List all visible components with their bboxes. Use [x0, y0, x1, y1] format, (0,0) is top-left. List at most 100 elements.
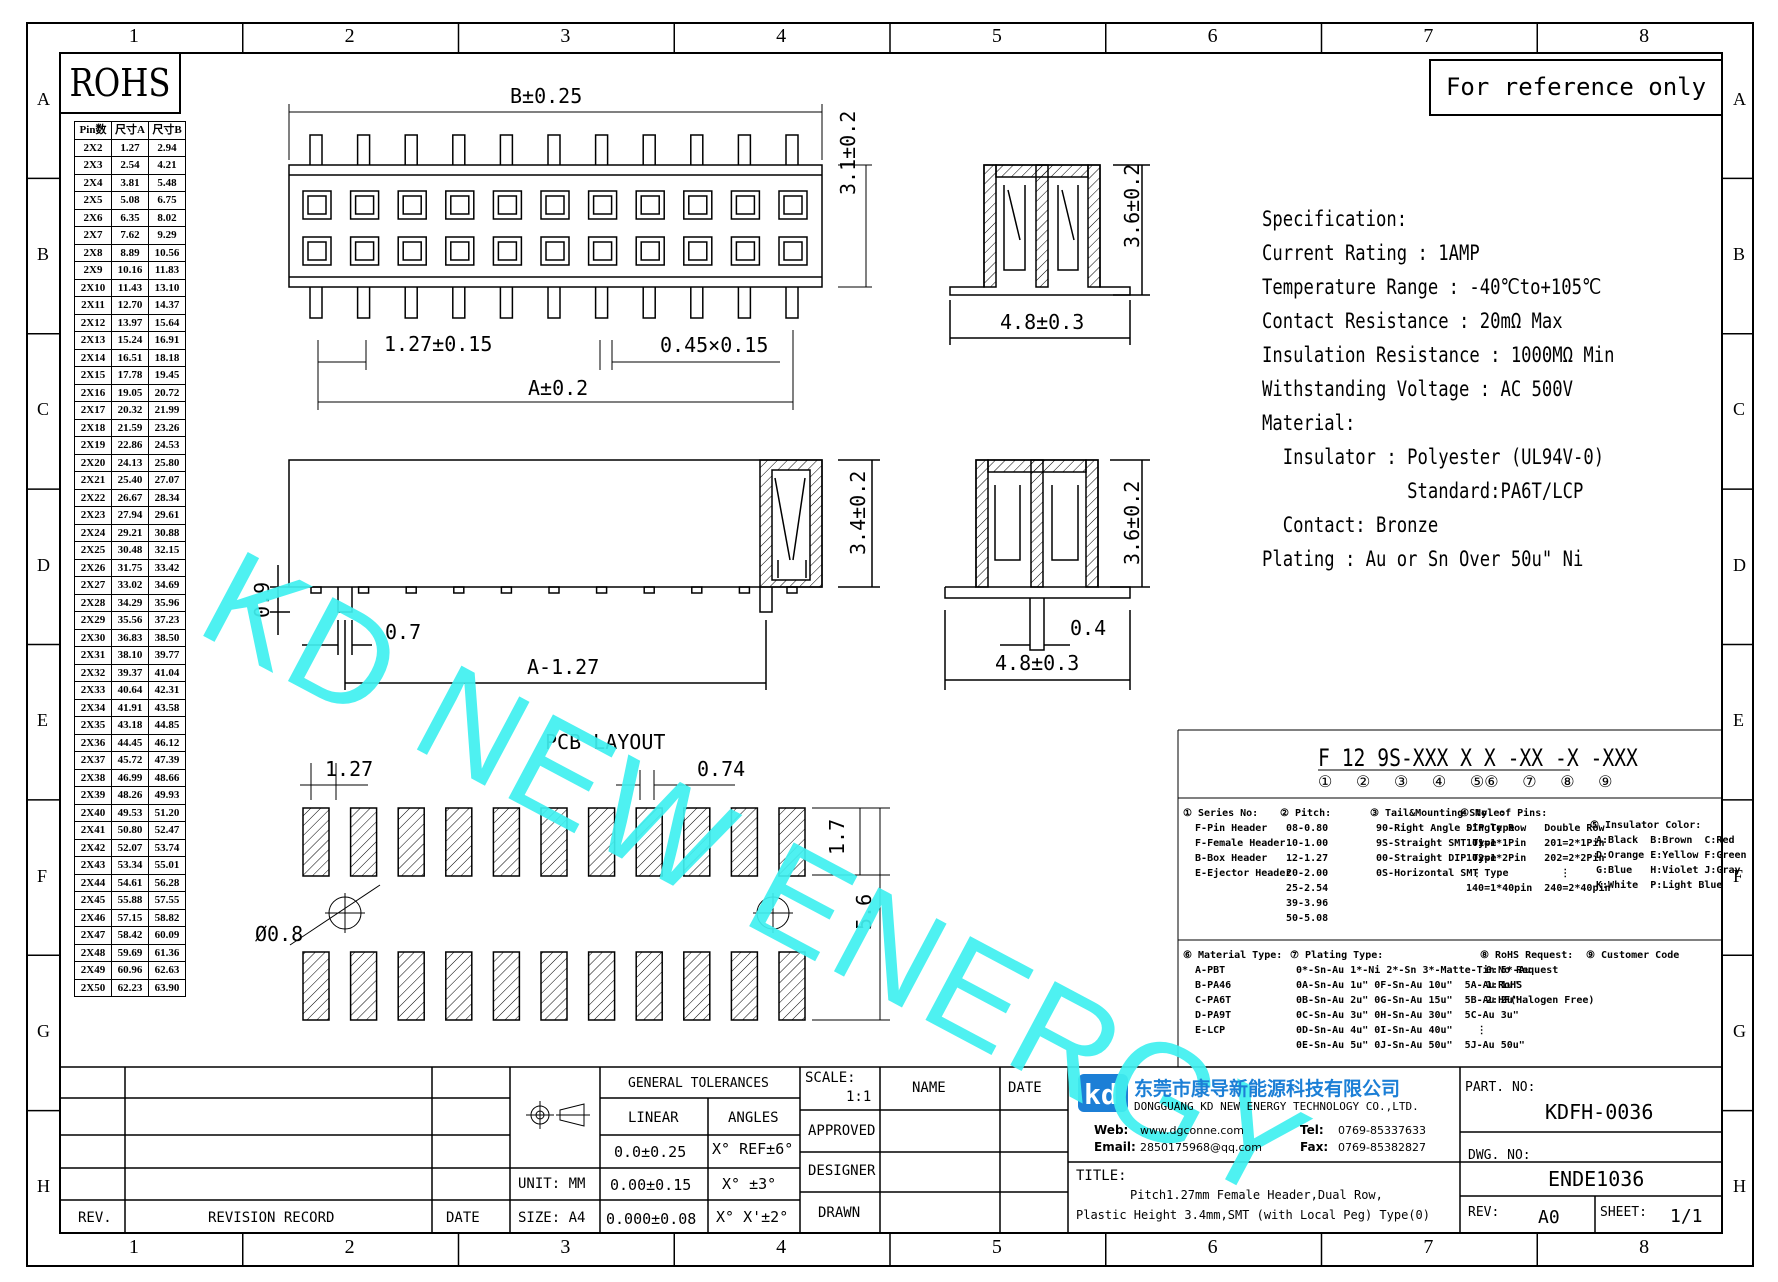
pin-table-cell: 2X31 [74, 646, 112, 665]
pin-table-cell: 2X48 [74, 943, 112, 962]
contact-cavity-inner [545, 195, 565, 215]
pin-table-cell: 10.56 [148, 243, 186, 262]
contact-cavity [730, 236, 761, 266]
pin-table-cell: 41.04 [148, 663, 186, 682]
pcb-pad [397, 951, 425, 1021]
pin-table-cell: 2X13 [74, 331, 112, 350]
spec-line: Material: [1262, 411, 1356, 435]
pin-table-cell: 30.88 [148, 523, 186, 542]
pin-table-cell: 2X50 [74, 978, 112, 997]
dim-pitch: 1.27±0.15 [384, 332, 493, 356]
pin-table-header: 尺寸A [111, 121, 149, 140]
tb-web-label: Web: [1094, 1123, 1129, 1137]
pin-table-cell: 38.50 [148, 628, 186, 647]
pin-table-cell: 21.59 [111, 418, 149, 437]
smt-pad-side [405, 586, 417, 594]
pin-table-cell: 2X23 [74, 506, 112, 525]
tb-ang3: X° X'±2° [716, 1208, 789, 1226]
tb-revision-record: REVISION RECORD [208, 1210, 335, 1226]
dim-w48b: 4.8±0.3 [995, 651, 1080, 675]
pin-table-cell: 23.26 [148, 418, 186, 437]
legend-tail: ③ Tail&Mounting Style: 90-Right Angle DI… [1370, 808, 1515, 879]
pin-table-cell: 14.37 [148, 296, 186, 315]
pin-table-cell: 56.28 [148, 873, 186, 892]
dim-w48a: 4.8±0.3 [1000, 310, 1085, 334]
legend-color: ⑤ Insulator Color: A:Black B:Brown C:Red… [1590, 820, 1747, 891]
pin-table-cell: 2X38 [74, 768, 112, 787]
pin-table-cell: 53.34 [111, 856, 149, 875]
contact-cavity-inner [783, 195, 803, 215]
pcb-pad [492, 951, 521, 1021]
pin-table-cell: 2X24 [74, 523, 112, 542]
kd-logo-icon: kd [1078, 1074, 1128, 1112]
tb-company-cn: 东莞市康导新能源科技有限公司 [1134, 1078, 1401, 1100]
tb-linear: LINEAR [628, 1110, 679, 1126]
pin-table-cell: 7.62 [111, 226, 149, 245]
pin-lead-top [356, 134, 371, 165]
pin-table-cell: 13.97 [111, 313, 149, 332]
contact-cavity [397, 236, 427, 266]
row-label: B [1733, 244, 1746, 265]
dim-04: 0.4 [1070, 616, 1107, 640]
pin-table-cell: 2X41 [74, 821, 112, 840]
pin-table-cell: 29.21 [111, 523, 149, 542]
pcb-layout-title: PCB LAYOUT [545, 730, 666, 754]
row-label: E [1733, 710, 1744, 731]
pin-table-cell: 2X6 [74, 208, 112, 227]
pin-table-cell: 38.10 [111, 646, 149, 665]
pin-table-cell: 54.61 [111, 873, 149, 892]
pin-lead-bottom [785, 287, 799, 319]
pin-table-cell: 49.93 [148, 786, 186, 805]
contact-cavity-inner [592, 195, 613, 215]
column-label: 4 [776, 25, 787, 47]
contact-cavity [492, 190, 523, 220]
pcb-pad [445, 807, 473, 877]
part-code-marks: ① ② ③ ④ ⑤⑥ ⑦ ⑧ ⑨ [1318, 772, 1613, 791]
pin-table-cell: 2X47 [74, 926, 112, 945]
contact-cavity [635, 190, 665, 220]
pin-table-cell: 2X33 [74, 681, 112, 700]
contact-cavity [397, 190, 427, 220]
tb-dwg-no: ENDE1036 [1548, 1167, 1645, 1191]
pin-table-cell: 32.15 [148, 541, 186, 560]
pin-table-cell: 16.91 [148, 331, 186, 350]
tb-sheet: 1/1 [1670, 1206, 1703, 1227]
pin-table-cell: 2X34 [74, 698, 112, 717]
pcb-pad [683, 807, 711, 877]
pin-lead-bottom [356, 287, 371, 319]
row-label: G [1733, 1020, 1746, 1041]
contact-cavity-inner [354, 195, 375, 215]
pin-lead-bottom [737, 287, 752, 319]
pin-table-cell: 60.96 [111, 961, 149, 980]
pcb-pad [540, 807, 568, 877]
pin-table-cell: 31.75 [111, 558, 149, 577]
tb-tol2: 0.00±0.15 [610, 1176, 692, 1194]
pin-lead-bottom [404, 287, 418, 319]
pin-table-cell: 3.81 [111, 173, 149, 192]
pin-table-cell: 16.51 [111, 348, 149, 367]
pin-table-cell: 5.08 [111, 191, 149, 210]
row-label: C [37, 399, 50, 420]
contact-cavity [349, 236, 380, 266]
spec-line: Contact: Bronze [1262, 513, 1439, 537]
smt-pad-side [738, 586, 751, 594]
contact-cavity-inner [402, 241, 422, 261]
dim-pin: 0.45×0.15 [660, 333, 769, 357]
pin-table-cell: 41.91 [111, 698, 149, 717]
dim-phi: Ø0.8 [255, 922, 304, 946]
pin-table-cell: 2X2 [74, 138, 112, 157]
contact-cavity-inner [450, 195, 470, 215]
pin-table-cell: 2X22 [74, 488, 112, 507]
pin-table-cell: 20.32 [111, 401, 149, 420]
spec-line: Withstanding Voltage : AC 500V [1262, 377, 1574, 401]
